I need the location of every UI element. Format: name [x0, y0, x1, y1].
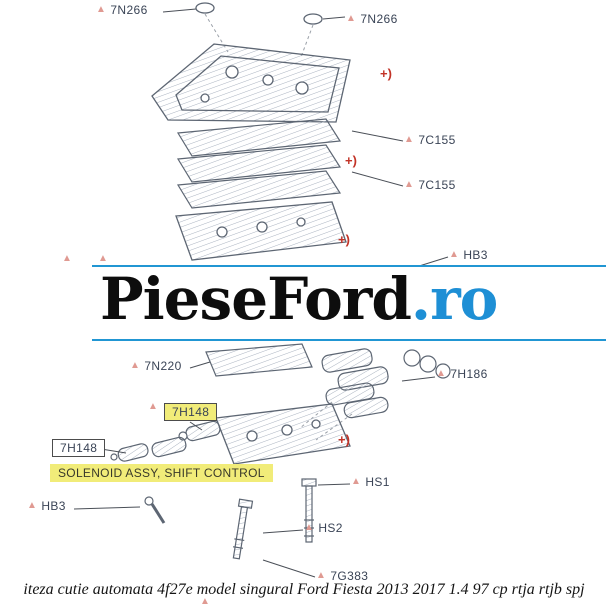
label-7h148-left[interactable]: 7H148 [52, 439, 106, 457]
label-text: SOLENOID ASSY, SHIFT CONTROL [58, 466, 265, 480]
pointer-triangle-icon: ▲ [404, 134, 415, 145]
bolt-hs1 [301, 478, 317, 543]
label-7c155-lower[interactable]: ▲ 7C155 [404, 178, 456, 192]
pointer-triangle-icon: ▲ [449, 249, 460, 260]
label-7h186[interactable]: ▲ 7H186 [436, 367, 488, 381]
solenoid-bank-7h186 [321, 348, 451, 419]
label-text: HB3 [41, 499, 66, 513]
label-hs2[interactable]: ▲ HS2 [304, 521, 343, 535]
label-7g383[interactable]: ▲ 7G383 [316, 569, 368, 583]
site-watermark: PieseFord.ro [0, 265, 608, 341]
label-7h148-upper[interactable]: 7H148 [164, 403, 218, 421]
pointer-triangle-icon: ▲ [27, 500, 38, 511]
watermark-logo: PieseFord.ro [100, 265, 498, 333]
valve-body-top [151, 43, 351, 123]
label-text: 7H186 [450, 367, 488, 381]
pointer-triangle-icon: ▲ [404, 179, 415, 190]
assembly-direction-mark: +) [338, 432, 350, 447]
assembly-mark-glyph: +) [380, 66, 392, 81]
label-text: HS2 [318, 521, 343, 535]
shift-solenoids-7h148 [110, 420, 221, 462]
watermark-bottom-line [92, 339, 606, 341]
assembly-mark-glyph: +) [345, 153, 357, 168]
watermark-top-line [92, 265, 606, 267]
label-7n266-top-left[interactable]: ▲ 7N266 [96, 3, 148, 17]
pointer-triangle-icon: ▲ [62, 253, 72, 264]
assembly-direction-mark: +) [380, 66, 392, 81]
label-hb3-left[interactable]: ▲ HB3 [27, 499, 66, 513]
label-text: 7C155 [418, 178, 456, 192]
pointer-triangle-icon: ▲ [98, 253, 108, 264]
label-hs1[interactable]: ▲ HS1 [351, 475, 390, 489]
pointer-triangle-icon: ▲ [96, 4, 107, 15]
watermark-main: PieseFord [100, 265, 412, 333]
label-text: 7N266 [110, 3, 148, 17]
valve-body-middle [175, 201, 347, 261]
label-text: HS1 [365, 475, 390, 489]
assembly-direction-mark: +) [345, 153, 357, 168]
fitting-7n266-parts [195, 2, 323, 25]
label-text: 7H148 [164, 403, 218, 421]
plate-7n220 [205, 343, 313, 377]
label-text: 7N266 [360, 12, 398, 26]
label-text: HB3 [463, 248, 488, 262]
solenoid-assy-highlight[interactable]: SOLENOID ASSY, SHIFT CONTROL [50, 464, 273, 482]
bolt-hs2 [232, 498, 254, 560]
pointer-triangle-icon: ▲ [148, 401, 158, 412]
pointer-triangle-icon: ▲ [304, 522, 315, 533]
screw-hb3 [144, 496, 166, 524]
pointer-triangle-icon: ▲ [351, 476, 362, 487]
label-text: 7H148 [52, 439, 106, 457]
separator-plates [176, 118, 342, 209]
label-text: 7N220 [144, 359, 182, 373]
label-text: 7G383 [330, 569, 369, 583]
pointer-triangle-icon: ▲ [130, 360, 141, 371]
label-text: 7C155 [418, 133, 456, 147]
assembly-mark-glyph: +) [338, 432, 350, 447]
label-hb3-right[interactable]: ▲ HB3 [449, 248, 488, 262]
page-caption: iteza cutie automata 4f27e model singura… [23, 581, 585, 598]
label-7n220[interactable]: ▲ 7N220 [130, 359, 182, 373]
pointer-triangle-icon: ▲ [436, 368, 447, 379]
assembly-direction-mark: +) [338, 232, 350, 247]
pointer-triangle-icon: ▲ [346, 13, 357, 24]
assembly-mark-glyph: +) [338, 232, 350, 247]
label-7n266-top-right[interactable]: ▲ 7N266 [346, 12, 398, 26]
pointer-triangle-icon: ▲ [200, 596, 210, 607]
valve-body-lower [215, 403, 351, 465]
pointer-triangle-icon: ▲ [316, 570, 327, 581]
watermark-suffix: .ro [410, 265, 498, 333]
label-7c155-upper[interactable]: ▲ 7C155 [404, 133, 456, 147]
